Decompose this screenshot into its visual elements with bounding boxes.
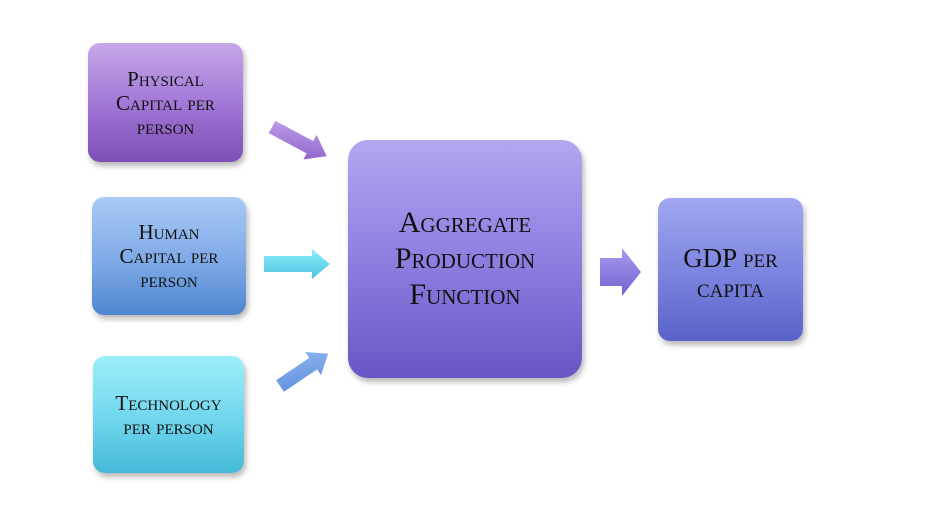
gdp-label-1: GDP per <box>683 243 778 273</box>
human-capital-label-1: Human <box>138 220 200 244</box>
arrow-physical-to-apf <box>268 120 327 160</box>
technology-node: Technology per person <box>93 356 244 473</box>
physical-capital-label-1: Physical <box>127 66 204 91</box>
arrow-apf-to-gdp <box>600 248 641 296</box>
gdp-label-2: capita <box>696 273 765 303</box>
physical-capital-label-2: Capital per <box>116 90 215 115</box>
human-capital-label-2: Capital per <box>119 244 219 268</box>
physical-capital-node: Physical Capital per person <box>88 43 243 162</box>
apf-label-2: Production <box>394 242 536 275</box>
arrow-human-to-apf <box>264 249 330 279</box>
technology-label-2: per person <box>123 414 214 439</box>
gdp-per-capita-node: GDP per capita <box>658 198 803 341</box>
apf-label-1: Aggregate <box>398 206 532 239</box>
human-capital-node: Human Capital per person <box>92 197 246 315</box>
apf-label-3: Function <box>409 278 521 311</box>
arrow-technology-to-apf <box>276 352 329 392</box>
aggregate-production-function-node: Aggregate Production Function <box>348 140 582 378</box>
physical-capital-label-3: person <box>136 114 195 139</box>
human-capital-label-3: person <box>140 268 198 292</box>
technology-label-1: Technology <box>115 390 222 415</box>
